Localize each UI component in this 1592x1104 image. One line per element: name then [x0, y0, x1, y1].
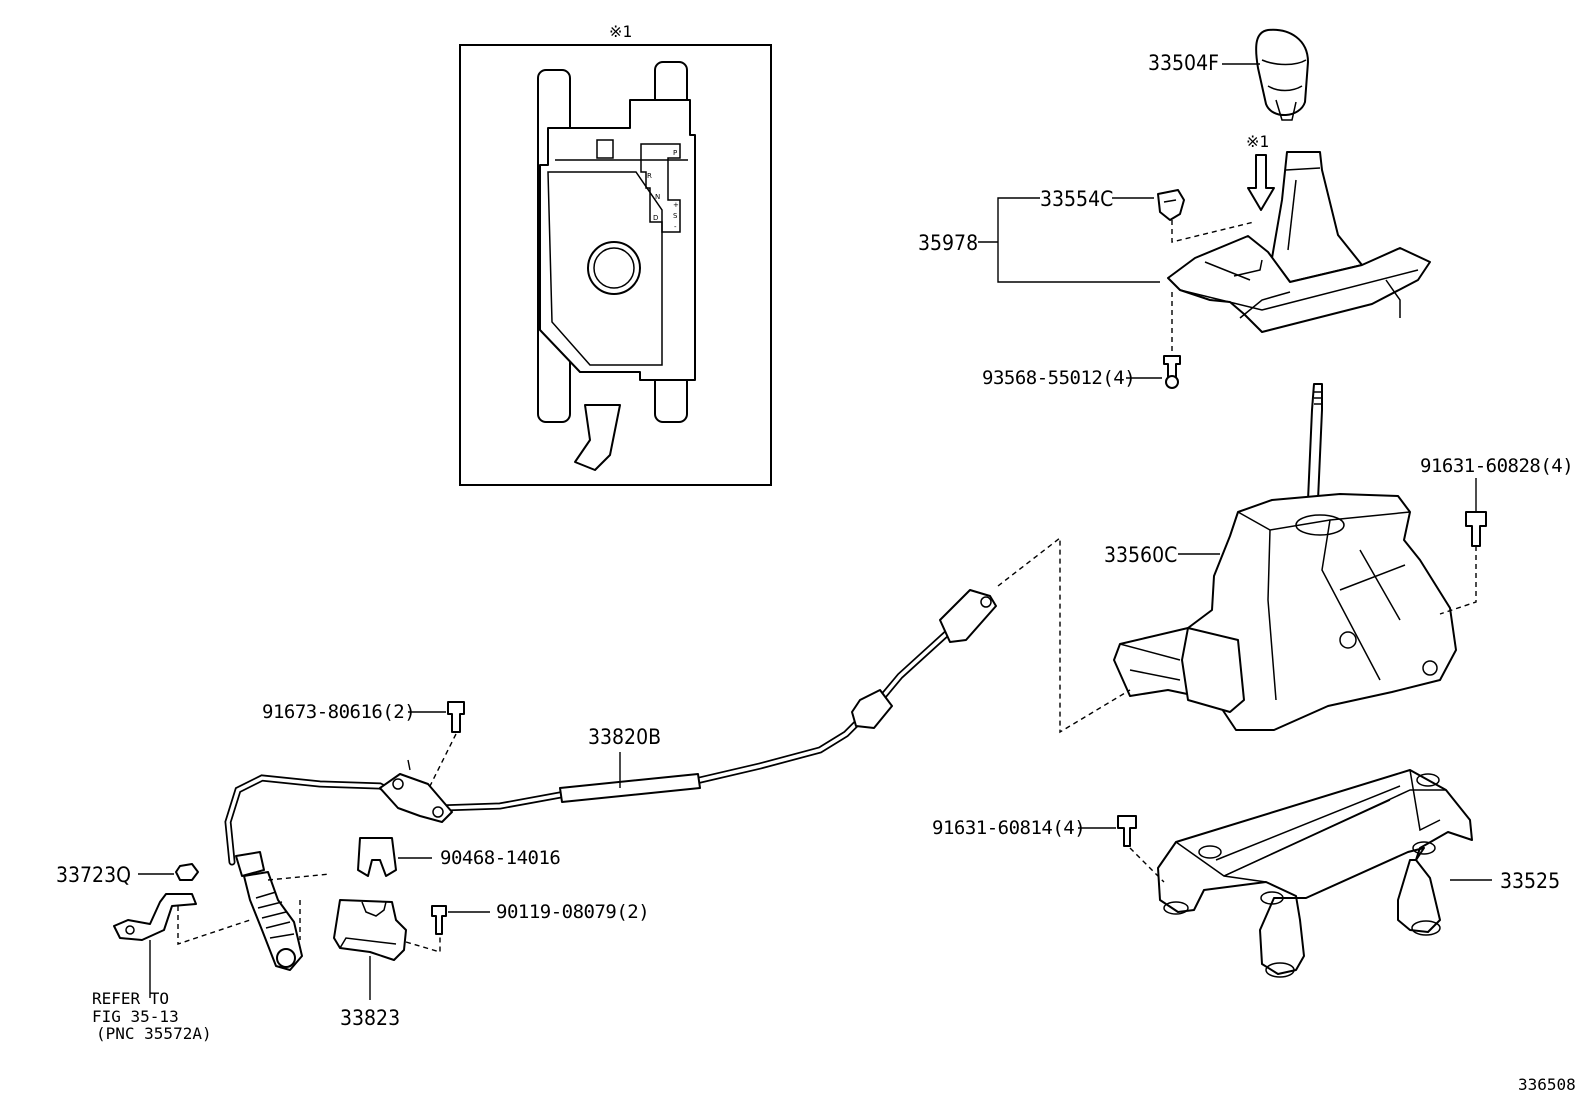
label-90468: 90468-14016	[440, 847, 560, 869]
figure-id: 336508	[1518, 1075, 1576, 1094]
refer-line-3: (PNC 35572A)	[96, 1024, 212, 1043]
label-33525: 33525	[1500, 869, 1560, 893]
small-bracket	[113, 893, 197, 941]
label-90119: 90119-08079(2)	[496, 901, 649, 923]
cable-sheath	[559, 773, 701, 803]
nut-33723Q	[175, 863, 199, 881]
label-91631-60828: 91631-60828(4)	[1420, 455, 1573, 477]
refer-line-2: FIG 35-13	[92, 1007, 179, 1026]
bracket-35978	[997, 197, 1160, 283]
inset-shift-gate	[640, 143, 681, 233]
inset-square	[596, 139, 614, 159]
left-parts: 33723Q REFER TO FIG 35-13 (PNC 35572A) 9…	[56, 837, 650, 1043]
gate-label-d: D	[653, 214, 658, 222]
lever-bracket	[1181, 627, 1245, 713]
shift-boot	[1271, 151, 1363, 283]
cable-clamp	[235, 851, 265, 877]
refer-line-1: REFER TO	[92, 989, 169, 1008]
clip-90468	[357, 837, 397, 877]
gate-label-minus: -	[674, 223, 677, 231]
bolt-90119	[431, 905, 447, 935]
bezel-plate	[1167, 235, 1431, 333]
retainer-33823	[333, 899, 407, 961]
indicator-assembly-35978: ※1 33554C 35978 93568-55012(4)	[918, 132, 1431, 389]
inset-marker: ※1	[609, 22, 632, 41]
label-93568: 93568-55012(4)	[982, 367, 1135, 389]
label-33823: 33823	[340, 1006, 400, 1030]
inset-housing	[539, 99, 696, 381]
label-33820B: 33820B	[588, 725, 661, 749]
view-arrow-icon	[1247, 154, 1275, 211]
bracket-33525: 33525 91631-60814(4)	[932, 769, 1560, 978]
bolt-91631-60828	[1465, 511, 1487, 547]
base-bracket	[1157, 769, 1473, 975]
shift-knob	[1255, 28, 1309, 116]
gate-label-s: S	[673, 212, 678, 220]
label-35978: 35978	[918, 231, 978, 255]
shift-lever-33560C: 33560C 91631-60828(4)	[997, 383, 1574, 734]
label-91631-60814: 91631-60814(4)	[932, 817, 1085, 839]
cable-end-fitting	[939, 589, 997, 643]
label-33504F: 33504F	[1148, 51, 1219, 75]
label-33560C: 33560C	[1104, 543, 1177, 567]
shift-knob-33504F: 33504F	[1148, 28, 1309, 121]
inset-detail: ※1 P R N D + S -	[459, 22, 772, 486]
inset-inner-plate	[547, 171, 663, 366]
label-91673: 91673-80616(2)	[262, 701, 415, 723]
gate-label-n: N	[655, 193, 660, 201]
label-33723Q: 33723Q	[56, 863, 131, 887]
arrow-marker: ※1	[1246, 132, 1269, 151]
cable-33820B: 33820B 91673-80616(2)	[224, 589, 997, 971]
bolt-91673	[447, 701, 465, 733]
inset-tongue	[574, 404, 621, 471]
label-33554C: 33554C	[1040, 187, 1113, 211]
clip-33554C	[1157, 189, 1185, 221]
gate-label-r: R	[647, 172, 652, 180]
bolt-91631-60814	[1117, 815, 1137, 847]
cable-ferrule	[851, 689, 893, 729]
cable-to-lever-link	[997, 536, 1131, 734]
gate-label-plus: +	[673, 201, 679, 209]
gate-label-p: P	[673, 149, 677, 157]
lever-housing	[1113, 493, 1457, 731]
inset-round-hole	[587, 241, 641, 295]
